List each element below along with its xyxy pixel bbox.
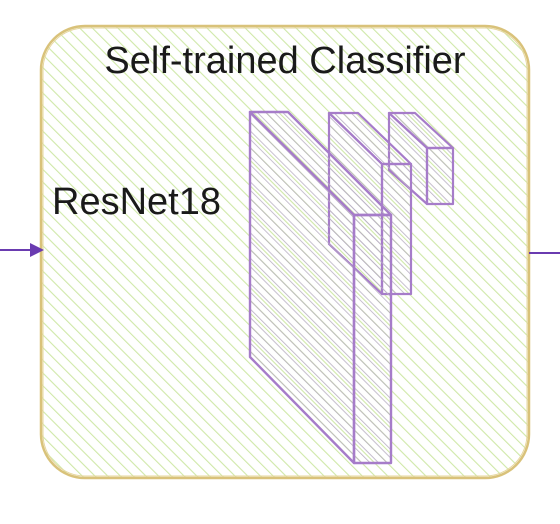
diagram-title: Self-trained Classifier bbox=[104, 40, 466, 82]
model-label: ResNet18 bbox=[52, 181, 221, 223]
input-arrow bbox=[0, 243, 44, 257]
layer-large bbox=[248, 110, 393, 465]
